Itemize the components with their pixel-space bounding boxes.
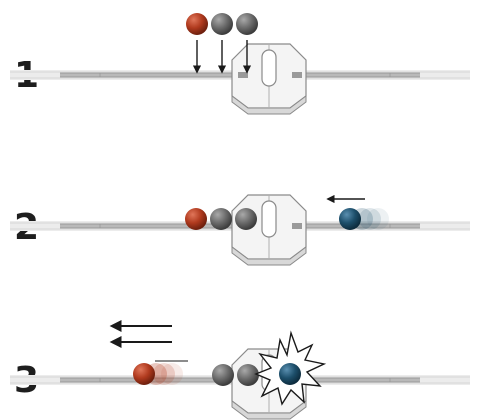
step-1-diagram [9,13,471,115]
red-ball-icon [133,363,155,385]
step-1-center-block [231,43,307,115]
red-ball-icon [185,208,207,230]
gray-ball-icon [212,364,234,386]
step-2-diagram [9,194,471,266]
gray-ball-icon [210,208,232,230]
step-3-diagram [9,320,471,420]
red-ball-icon [186,13,208,35]
gray-ball-icon [236,13,258,35]
blue-ball-icon [279,363,301,385]
gray-ball-icon [237,364,259,386]
gray-ball-icon [211,13,233,35]
gray-ball-icon [235,208,257,230]
step-2-center-block [231,194,307,266]
blue-ball-icon [339,208,361,230]
